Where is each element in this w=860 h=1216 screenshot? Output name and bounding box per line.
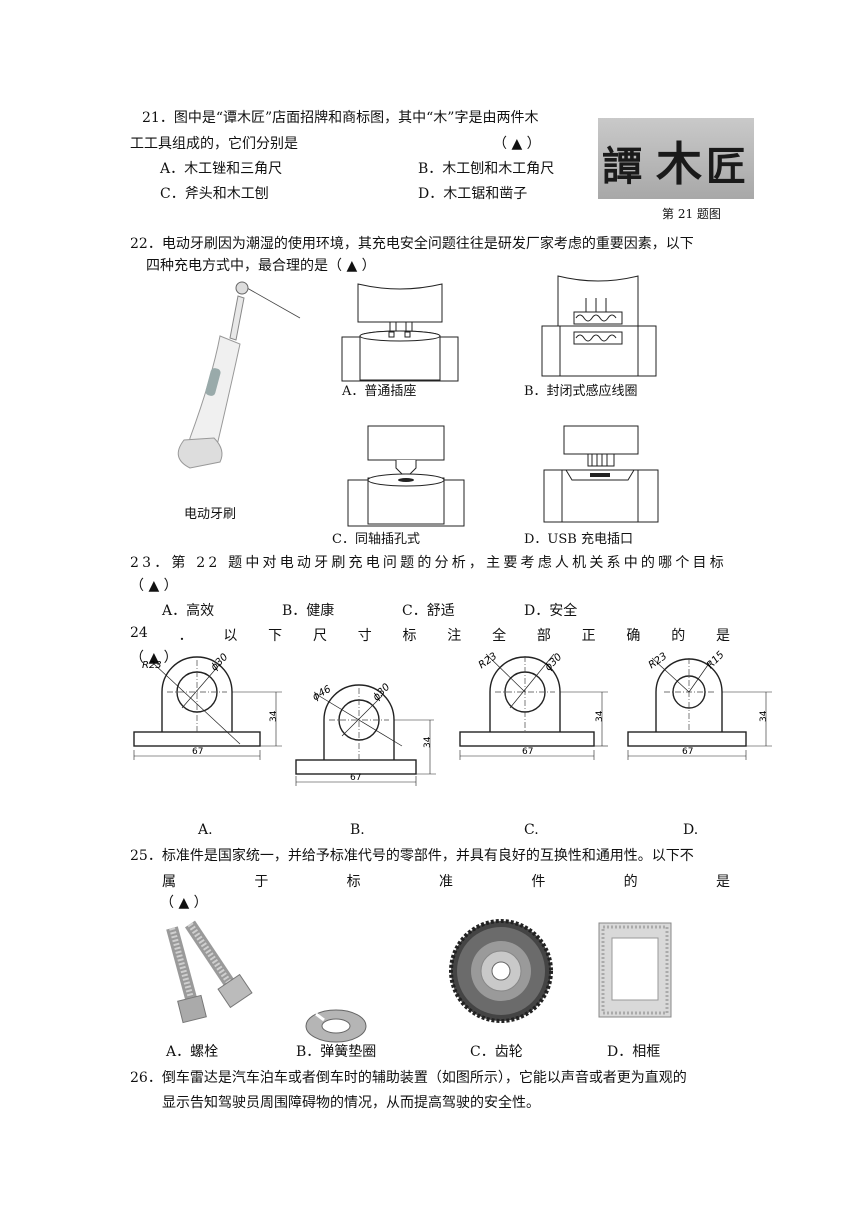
dim-a-diameter: ϕ30 [209, 652, 230, 673]
q24-word: 24 [130, 625, 148, 641]
q22-stem-line1: 22．电动牙刷因为潮湿的使用环境，其充电安全问题往往是研发厂家考虑的重要因素，以… [130, 236, 694, 252]
q23-stem-line1: 23．第 22 题中对电动牙刷充电问题的分析，主要考虑人机关系中的哪个目标 [130, 552, 730, 572]
q23-option-a: A．高效 [162, 603, 215, 619]
q25-option-a: A．螺栓 [166, 1044, 219, 1060]
dim-b-height: 34 [423, 736, 433, 748]
q24-word: 的 [671, 628, 686, 644]
q24-word: 部 [536, 628, 551, 644]
q26-stem-line2: 显示告知驾驶员周围障碍物的情况，从而提高驾驶的安全性。 [162, 1095, 540, 1111]
q24-word: 标 [402, 628, 417, 644]
q22-stem-line2: 四种充电方式中，最合理的是（ ▲ ） [146, 258, 376, 274]
q24-label-d: D. [683, 822, 699, 838]
q24-word: 寸 [357, 628, 372, 644]
q25-stem-line2: 属 于 标 准 件 的 是 [162, 871, 730, 891]
q21-answer-blank: （ ▲ ） [493, 136, 541, 152]
q21-option-c: C．斧头和木工刨 [160, 186, 269, 202]
q24-word: 以 [223, 628, 238, 644]
q24-answer-blank: （ ▲ ） [130, 650, 178, 666]
q24-word: 全 [492, 628, 507, 644]
q25-word: 于 [254, 874, 269, 890]
dim-c-diameter: ϕ30 [543, 652, 564, 673]
q25-word: 准 [438, 874, 453, 890]
dimension-drawing-a: R23 ϕ30 34 67 [133, 652, 282, 760]
q24-word: 尺 [312, 628, 327, 644]
dim-d-radius-inner: R15 [705, 649, 727, 671]
logo-char-3: 匠 [706, 143, 746, 190]
dim-c-height: 34 [595, 710, 605, 722]
q21-option-b: B．木工刨和木工角尺 [418, 161, 555, 177]
q25-word: 属 [162, 874, 176, 890]
dim-a-height: 34 [269, 710, 279, 722]
q25-answer-blank: （ ▲ ） [160, 895, 208, 911]
dim-b-diameter: ϕ30 [371, 682, 392, 703]
q23-option-c: C．舒适 [402, 603, 455, 619]
q24-word: 是 [715, 628, 730, 644]
q25-word: 是 [715, 874, 730, 890]
q23-answer-blank: （ ▲ ） [130, 578, 178, 594]
dim-a-radius: R23 [142, 660, 162, 671]
q23-option-d: D．安全 [524, 603, 578, 619]
logo-char-1: 譚 [602, 143, 642, 190]
dimension-drawing-d: R23 R15 34 67 [627, 649, 772, 760]
q21-figure-caption: 第 21 题图 [662, 207, 721, 221]
charger-figure-c [347, 425, 465, 527]
photo-frame-image [598, 922, 672, 1018]
q25-stem-line1: 25．标准件是国家统一，并给予标准代号的零部件，并具有良好的互换性和通用性。以下… [130, 848, 694, 864]
logo-char-2: 木 [656, 137, 702, 191]
q25-word: 的 [623, 874, 638, 890]
q24-word: ． [178, 628, 193, 644]
dim-c-width: 67 [522, 747, 533, 757]
q25-word: 标 [346, 874, 361, 890]
q24-label-a: A. [198, 822, 213, 838]
dim-c-radius: R23 [477, 651, 499, 671]
q24-label-b: B. [350, 822, 365, 838]
gear-image [449, 919, 553, 1023]
q25-option-b: B．弹簧垫圈 [296, 1044, 377, 1060]
q25-option-c: C．齿轮 [470, 1044, 523, 1060]
q21-option-a: A．木工锉和三角尺 [160, 161, 283, 177]
q24-label-c: C. [524, 822, 539, 838]
charger-figure-b [541, 275, 657, 377]
dimension-drawing-b: ϕ46 ϕ30 34 67 [295, 682, 436, 786]
q21-option-d: D．木工锯和凿子 [418, 186, 528, 202]
electric-toothbrush-image [177, 281, 301, 469]
q22-option-c: C．同轴插孔式 [332, 532, 420, 547]
dim-d-width: 67 [682, 747, 693, 757]
charger-figure-d [543, 425, 659, 523]
q23-option-b: B．健康 [282, 603, 335, 619]
q21-stem-line2: 工工具组成的，它们分别是 [130, 136, 298, 152]
tanmujiang-logo-image: 譚 木 匠 [598, 118, 754, 199]
q24-stem-line: 24 ． 以 下 尺 寸 标 注 全 部 正 确 的 是 [130, 625, 730, 645]
q25-option-d: D．相框 [607, 1044, 661, 1060]
charger-figure-a [341, 283, 459, 382]
dim-d-height: 34 [759, 710, 769, 722]
q24-word: 下 [268, 628, 283, 644]
bolt-image [166, 920, 253, 1024]
q25-word: 件 [531, 874, 546, 890]
dim-b-width: 67 [350, 773, 361, 783]
q24-word: 注 [447, 628, 462, 644]
q23-stem-text: 23．第 22 题中对电动牙刷充电问题的分析，主要考虑人机关系中的哪个目标 [130, 555, 727, 571]
q24-word: 正 [581, 628, 596, 644]
q21-stem-line1: 21．图中是“谭木匠”店面招牌和商标图，其中“木”字是由两件木 [142, 110, 539, 126]
q24-word: 确 [626, 628, 641, 644]
toothbrush-caption: 电动牙刷 [184, 507, 237, 522]
q22-option-d: D．USB 充电插口 [524, 532, 633, 547]
q22-option-b: B．封闭式感应线圈 [524, 384, 638, 399]
q26-stem-line1: 26．倒车雷达是汽车泊车或者倒车时的辅助装置（如图所示），它能以声音或者更为直观… [130, 1070, 687, 1086]
q22-option-a: A．普通插座 [342, 384, 417, 399]
spring-washer-image [305, 1009, 367, 1043]
dimension-drawing-c: R23 ϕ30 34 67 [459, 651, 608, 760]
dim-a-width: 67 [192, 747, 203, 757]
